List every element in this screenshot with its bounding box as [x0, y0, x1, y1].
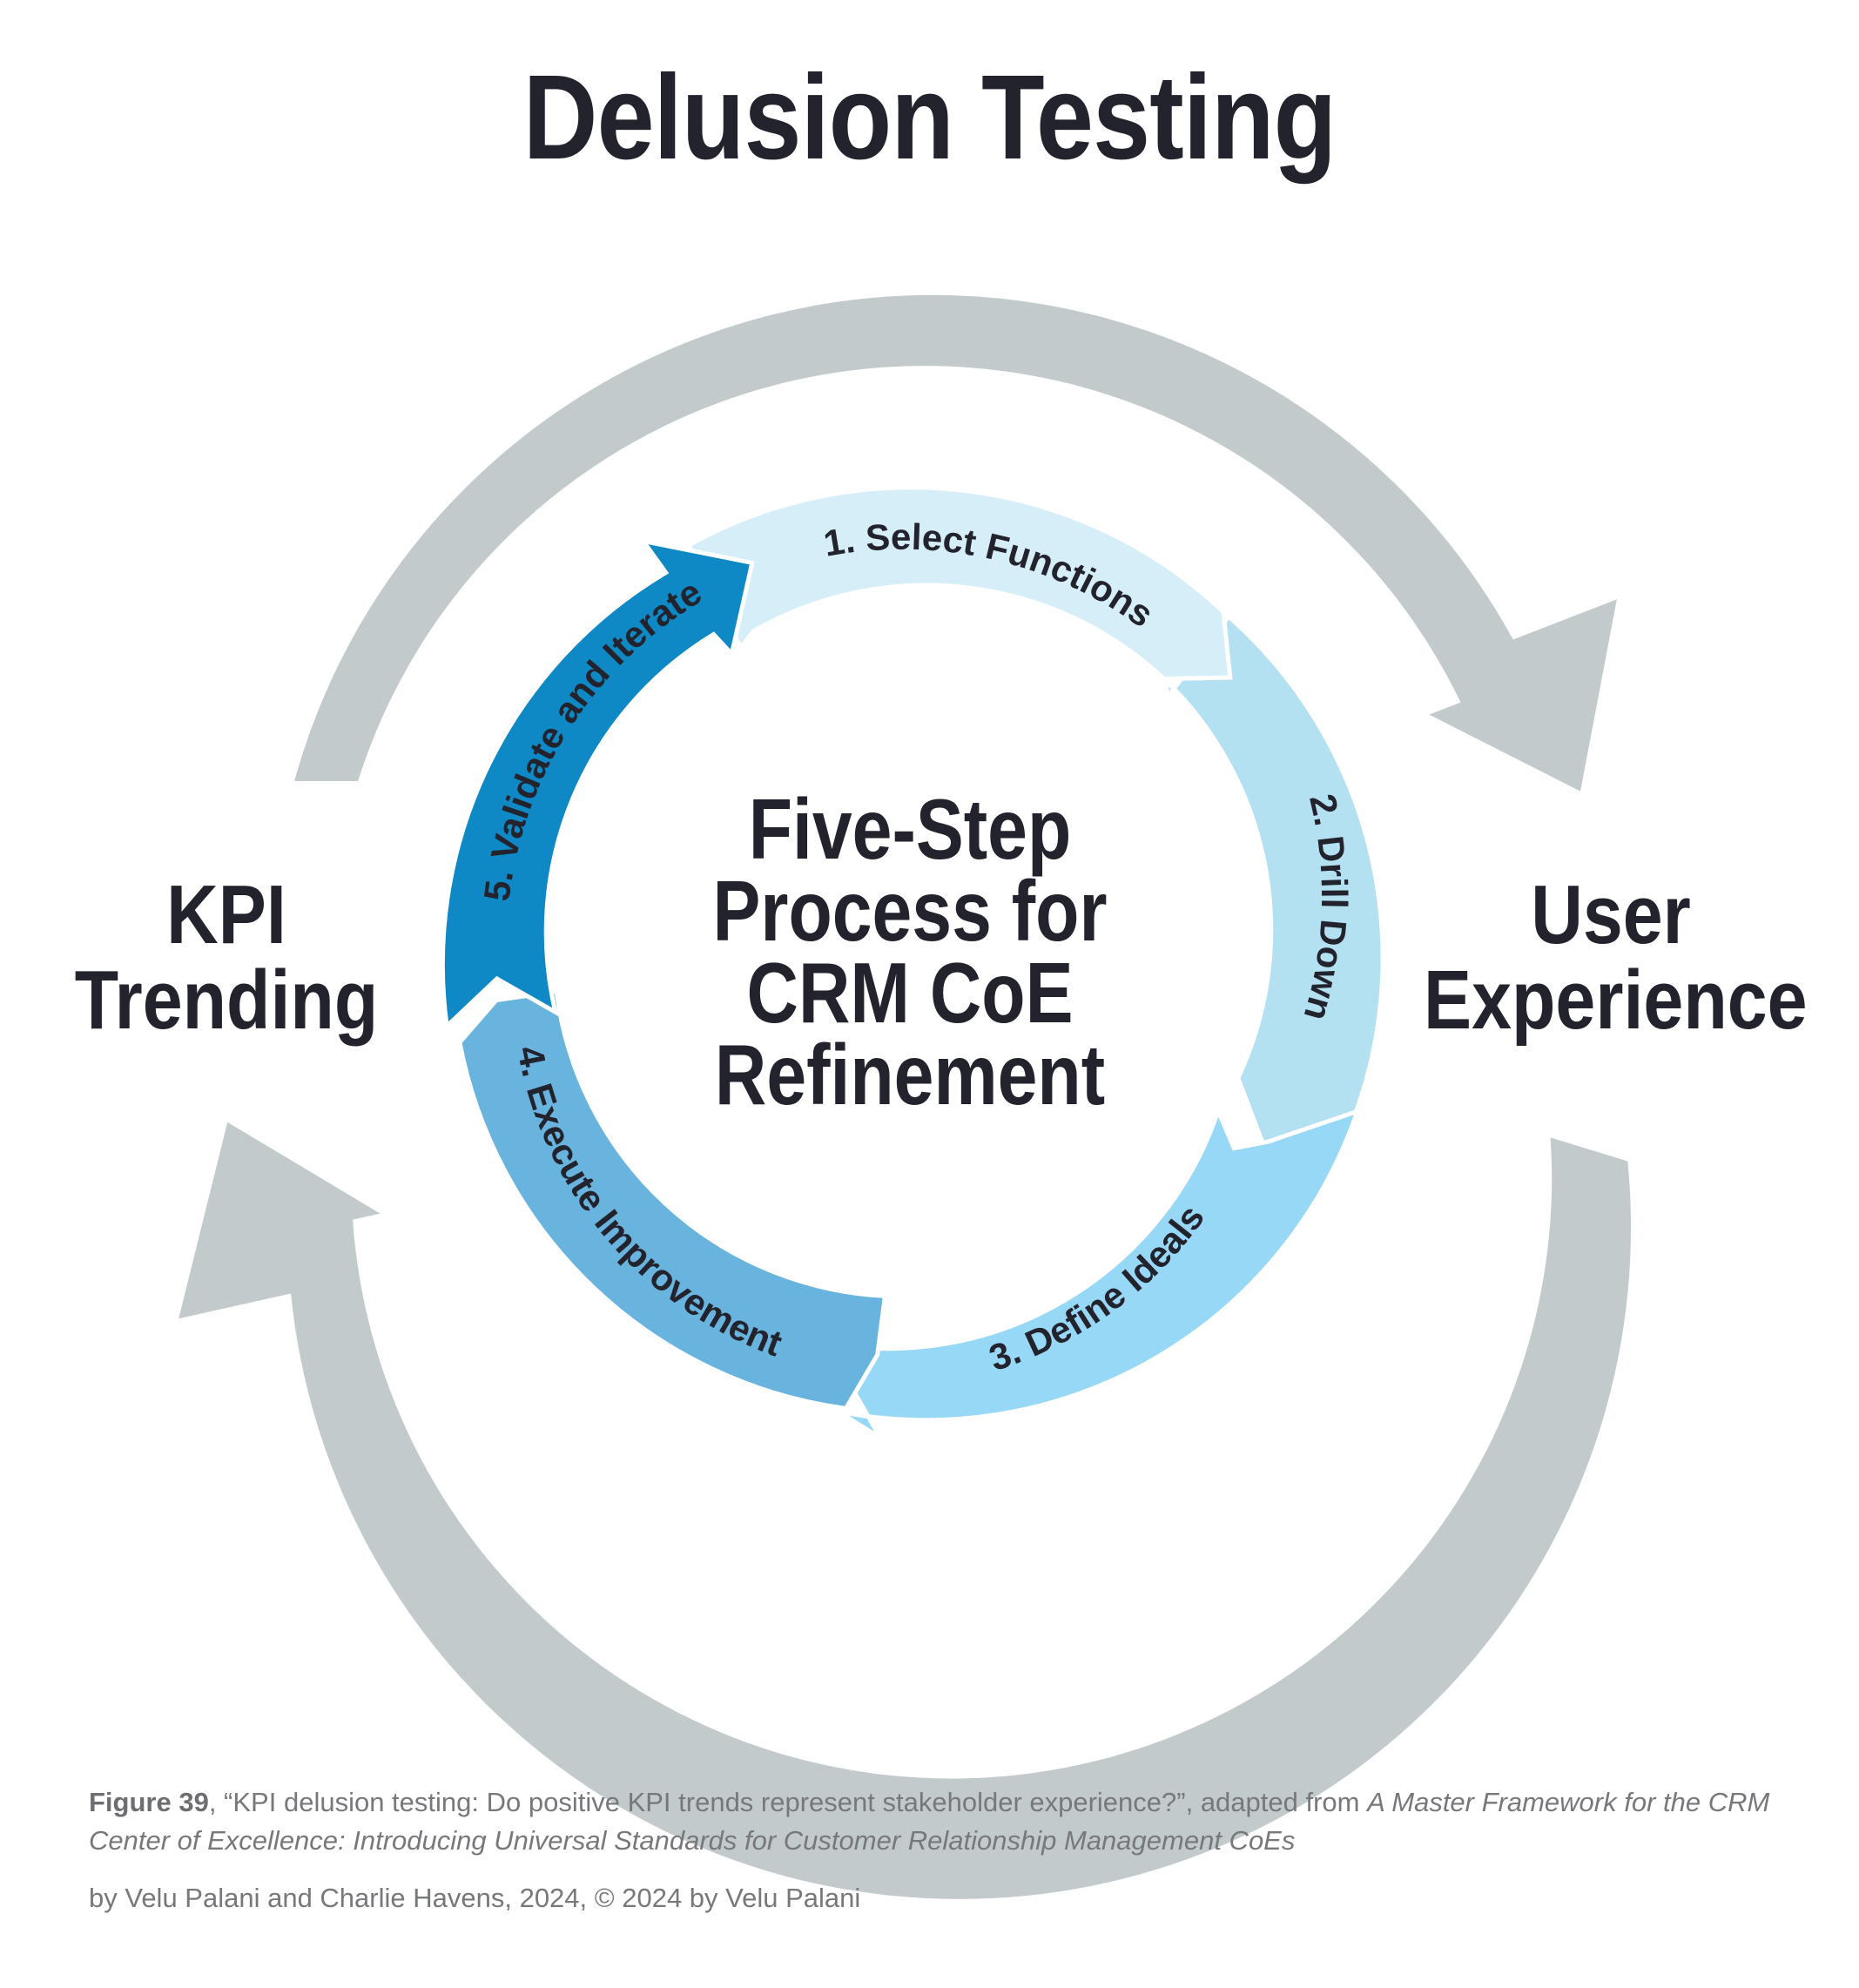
user-experience-line-1: User	[1531, 868, 1691, 961]
kpi-trending-line-1: KPI	[166, 868, 286, 961]
figure-caption: Figure 39, “KPI delusion testing: Do pos…	[89, 1783, 1795, 1860]
center-line-1: Five-Step	[748, 781, 1072, 877]
book-title: A Master Framework for the CRM Center of…	[89, 1787, 1770, 1856]
figure-quote: , “KPI delusion testing: Do positive KPI…	[208, 1787, 1368, 1817]
step-arrow-1	[685, 485, 1233, 682]
outer-arrow-top	[294, 294, 1617, 792]
center-line-4: Refinement	[714, 1027, 1106, 1122]
step-arrow-5	[440, 537, 755, 1031]
user-experience-line-2: Experience	[1424, 954, 1808, 1047]
figure-number: Figure 39	[89, 1787, 209, 1817]
step-arrow-3	[822, 1104, 1361, 1440]
kpi-trending-label: KPI Trending	[62, 873, 391, 1043]
user-experience-label: User Experience	[1424, 868, 1808, 1047]
kpi-trending-line-2: Trending	[74, 954, 379, 1047]
step-arrow-4	[457, 988, 888, 1412]
diagram-title: Delusion Testing	[522, 51, 1337, 185]
outer-arrow-bottom	[178, 1122, 1632, 1899]
figure-credit: by Velu Palani and Charlie Havens, 2024,…	[89, 1883, 861, 1913]
center-line-2: Process for	[712, 863, 1108, 959]
center-line-3: CRM CoE	[746, 945, 1074, 1041]
center-process-label: Five-Step Process for CRM CoE Refinement	[690, 781, 1129, 1122]
